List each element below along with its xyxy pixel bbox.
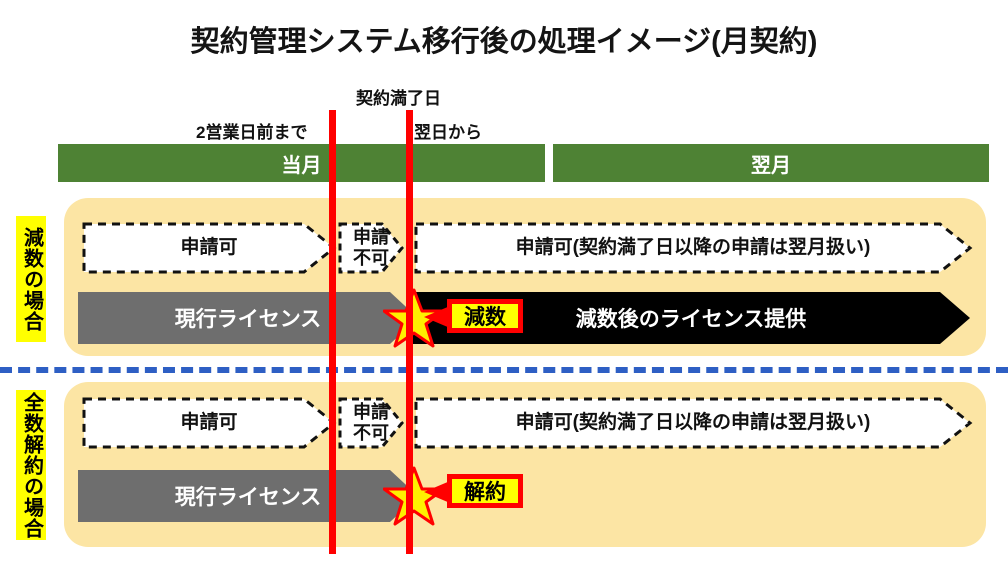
- callout-cancellation: 解約: [447, 474, 523, 508]
- annotation-expiry-date: 契約満了日: [356, 89, 441, 108]
- application-chevron-allowed-next-month-top: 申請可(契約満了日以降の申請は翌月扱い): [414, 222, 973, 274]
- next-month-label: 翌月: [751, 154, 791, 177]
- annotation-from-next-day: 翌日から: [414, 123, 482, 142]
- section-label-reduction: 減数の場合: [16, 216, 46, 342]
- license-bar-current-bottom: 現行ライセンス: [78, 470, 418, 522]
- section-label-full-cancellation: 全数解約の場合: [16, 390, 46, 540]
- callout-reduction: 減数: [447, 299, 523, 333]
- timeline-header-next-month: 翌月: [553, 144, 989, 182]
- callout-reduction-label: 減数: [464, 306, 506, 329]
- callout-cancellation-label: 解約: [464, 481, 506, 504]
- timeline-header-current-month: 当月: [58, 144, 545, 182]
- application-chevron-allowed-bottom: 申請可: [82, 397, 337, 449]
- guide-line-expiry: [406, 110, 413, 554]
- application-chevron-not-allowed-bottom: 申請 不可: [338, 397, 404, 449]
- page-title: 契約管理システム移行後の処理イメージ(月契約): [190, 26, 818, 58]
- application-chevron-not-allowed-top: 申請 不可: [338, 222, 404, 274]
- application-chevron-allowed-top: 申請可: [82, 222, 337, 274]
- callout-tail-icon-cancellation: [424, 481, 450, 503]
- guide-line-deadline: [329, 110, 336, 554]
- annotation-before-deadline: 2営業日前まで: [196, 123, 308, 142]
- current-month-label: 当月: [281, 154, 322, 177]
- callout-tail-icon-reduction: [424, 306, 450, 328]
- application-chevron-allowed-next-month-bottom: 申請可(契約満了日以降の申請は翌月扱い): [414, 397, 973, 449]
- section-divider: [0, 367, 1008, 373]
- license-bar-current-top: 現行ライセンス: [78, 292, 418, 344]
